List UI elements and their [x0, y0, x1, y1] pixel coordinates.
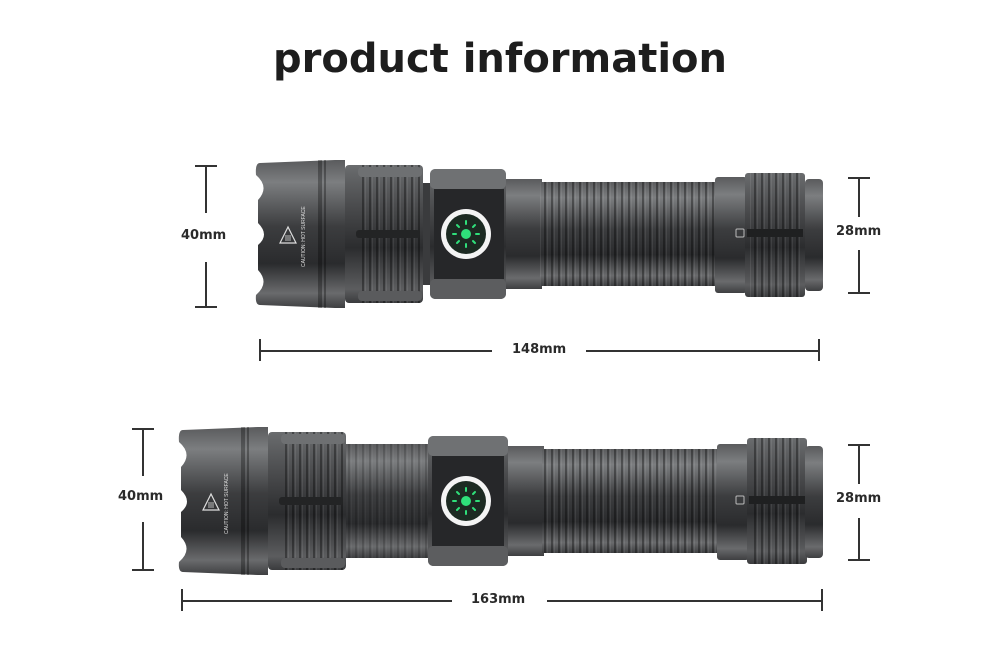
flashlight-image: CAUTION: HOT SURFACE [255, 160, 823, 308]
dim-cap [818, 339, 820, 361]
dim-line [205, 262, 207, 307]
page-title: product information [273, 36, 727, 82]
dim-line [858, 444, 860, 484]
warning-icon [279, 225, 297, 244]
dim-cap [821, 589, 823, 611]
dim-line [260, 350, 492, 352]
dim-line [142, 428, 144, 476]
tail-diameter-label: 28mm [836, 491, 882, 506]
warning-icon [202, 492, 220, 511]
dim-line [142, 522, 144, 570]
dim-cap [848, 292, 870, 294]
dim-line [858, 250, 860, 293]
flashlight-image: CAUTION: HOT SURFACE [178, 427, 823, 575]
dim-line [547, 600, 821, 602]
dim-cap [132, 569, 154, 571]
head-diameter-label: 40mm [181, 228, 227, 243]
dim-line [182, 600, 452, 602]
dim-line [858, 518, 860, 560]
warning-text: CAUTION: HOT SURFACE [301, 206, 307, 267]
length-label: 163mm [471, 592, 526, 607]
dim-line [586, 350, 819, 352]
head-diameter-label: 40mm [118, 489, 164, 504]
dim-line [858, 177, 860, 217]
dim-cap [848, 559, 870, 561]
tail-diameter-label: 28mm [836, 224, 882, 239]
dim-cap [195, 306, 217, 308]
length-label: 148mm [512, 342, 567, 357]
dim-line [205, 165, 207, 213]
warning-text: CAUTION: HOT SURFACE [224, 473, 230, 534]
